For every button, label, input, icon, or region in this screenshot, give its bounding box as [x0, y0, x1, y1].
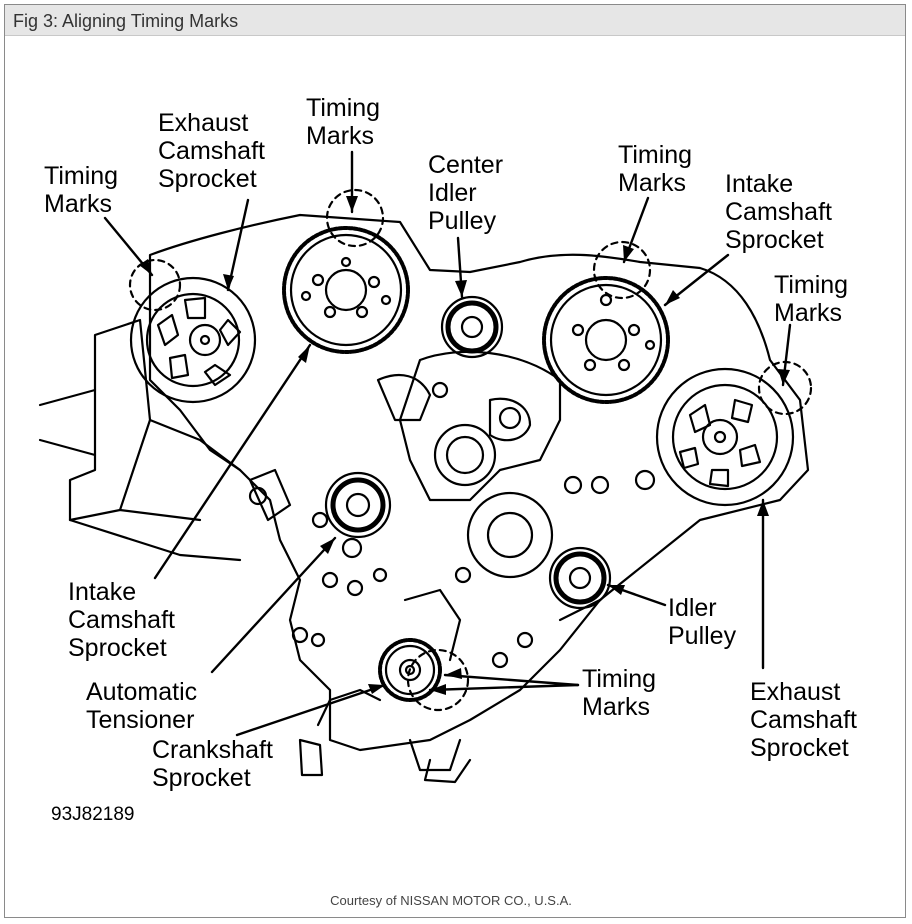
intake-camshaft-sprocket-right	[542, 276, 670, 404]
timing-mark-circle-left	[128, 258, 182, 312]
timing-mark-circle-bottom	[406, 648, 470, 712]
figure-frame: Fig 3: Aligning Timing Marks	[4, 4, 906, 918]
arrowheads	[139, 196, 790, 695]
idler-pulley	[548, 546, 612, 610]
figure-title: Fig 3: Aligning Timing Marks	[13, 11, 239, 31]
timing-cover-outline	[148, 213, 810, 752]
figure-number: 93J82189	[51, 804, 135, 825]
intake-camshaft-sprocket-left	[282, 226, 410, 354]
center-idler-pulley	[440, 295, 504, 359]
automatic-tensioner	[324, 471, 392, 539]
timing-mark-circle-top	[325, 188, 385, 248]
crankshaft-sprocket	[378, 638, 442, 702]
timing-mark-circle-top-right	[592, 240, 652, 300]
exhaust-camshaft-sprocket-right	[655, 367, 795, 507]
credit-line: Courtesy of NISSAN MOTOR CO., U.S.A.	[330, 893, 572, 908]
title-bar: Fig 3: Aligning Timing Marks	[5, 5, 905, 36]
engine-block-left	[68, 318, 152, 522]
water-pump-housing	[398, 350, 562, 502]
exhaust-camshaft-sprocket-left	[129, 276, 257, 404]
